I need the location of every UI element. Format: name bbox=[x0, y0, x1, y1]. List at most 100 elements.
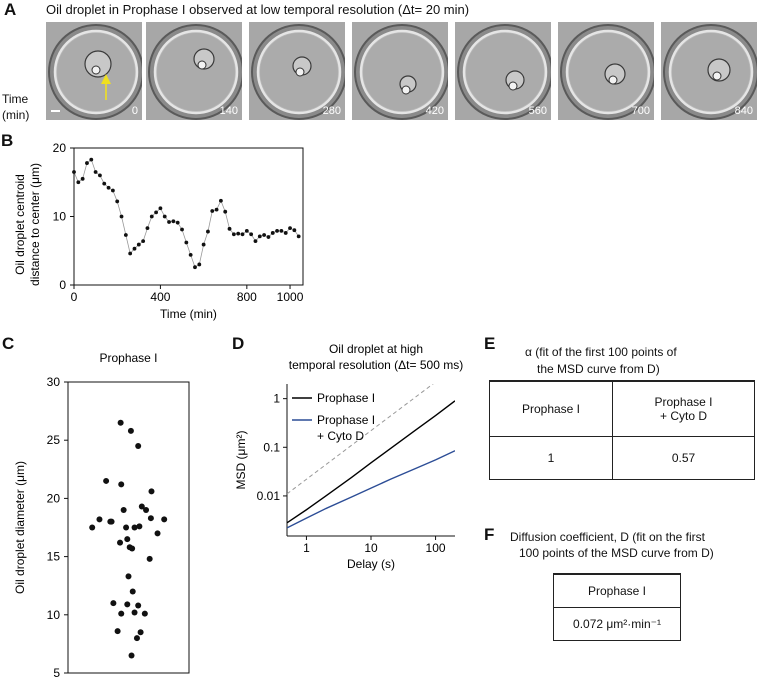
y-tick-label: 20 bbox=[53, 141, 67, 155]
legend-label: Prophase I bbox=[317, 413, 375, 427]
y-tick-label: 20 bbox=[47, 491, 61, 505]
data-point bbox=[288, 226, 292, 231]
data-point bbox=[133, 635, 140, 642]
data-point bbox=[266, 235, 271, 239]
y-axis-label-line1: Oil droplet centroid bbox=[13, 174, 27, 275]
data-point bbox=[296, 234, 301, 239]
data-point bbox=[249, 232, 254, 237]
data-point bbox=[141, 610, 148, 617]
data-point bbox=[136, 523, 143, 530]
data-point bbox=[149, 214, 154, 219]
distance-line bbox=[73, 158, 300, 268]
data-point bbox=[124, 536, 131, 543]
time-stamp: 0 bbox=[131, 105, 138, 117]
x-axis-label: Time (min) bbox=[160, 307, 217, 321]
data-point bbox=[72, 170, 76, 174]
data-point bbox=[154, 210, 158, 215]
x-tick-label: 1 bbox=[303, 541, 310, 555]
panel-e-label: E bbox=[484, 334, 496, 353]
data-point bbox=[120, 507, 127, 514]
oocyte-frame: 420 bbox=[352, 22, 451, 120]
plot-frame bbox=[67, 381, 190, 674]
panel-f-title-1: Diffusion coefficient, D (fit on the fir… bbox=[510, 530, 705, 544]
data-point bbox=[119, 214, 124, 219]
panel-a-title: Oil droplet in Prophase I observed at lo… bbox=[46, 2, 470, 17]
data-point bbox=[257, 234, 262, 239]
data-point bbox=[214, 207, 219, 212]
alpha-col-prophase: Prophase I bbox=[489, 380, 613, 437]
panel-f-title-2: 100 points of the MSD curve from D) bbox=[519, 546, 714, 560]
data-point bbox=[110, 188, 115, 193]
oocyte-frame: 700 bbox=[558, 22, 657, 120]
data-point bbox=[154, 530, 161, 537]
data-point bbox=[127, 427, 134, 434]
data-point bbox=[135, 602, 142, 609]
x-tick-label: 800 bbox=[237, 290, 257, 304]
panel-c-label: C bbox=[2, 334, 15, 353]
panel-b-label: B bbox=[1, 131, 14, 150]
data-point bbox=[118, 481, 125, 488]
arrow-icon bbox=[101, 74, 111, 84]
data-point bbox=[210, 209, 215, 213]
y-tick-label: 5 bbox=[53, 666, 60, 678]
data-point bbox=[188, 252, 193, 257]
data-point bbox=[236, 231, 241, 236]
data-point bbox=[123, 524, 130, 531]
data-point bbox=[96, 516, 103, 523]
data-point bbox=[89, 524, 96, 531]
data-point bbox=[161, 516, 168, 523]
scale-bar bbox=[51, 110, 60, 112]
msd-series-group bbox=[287, 384, 455, 529]
data-point bbox=[85, 161, 89, 165]
reference-slope-line bbox=[287, 384, 434, 495]
data-point bbox=[175, 220, 180, 225]
chart-title: Prophase I bbox=[99, 351, 157, 365]
data-point bbox=[171, 219, 176, 224]
data-point bbox=[117, 419, 124, 426]
y-axis-label: Oil droplet diameter (μm) bbox=[13, 461, 27, 594]
data-point bbox=[148, 488, 155, 495]
data-point bbox=[129, 588, 136, 595]
alpha-table: Prophase I Prophase I+ Cyto D 1 0.57 bbox=[489, 380, 755, 480]
data-point bbox=[145, 226, 150, 231]
time-stamp: 700 bbox=[631, 105, 650, 117]
nucleus-spot bbox=[91, 65, 101, 75]
data-point bbox=[132, 246, 137, 251]
data-point bbox=[283, 231, 288, 235]
y-tick-label: 15 bbox=[47, 550, 61, 564]
data-point bbox=[146, 555, 153, 562]
oocyte-frame: 140 bbox=[146, 22, 245, 120]
legend-label: + Cyto D bbox=[317, 429, 364, 443]
data-point bbox=[137, 629, 144, 636]
oocyte-frame: 0 bbox=[46, 22, 145, 120]
panel-e-title-2: the MSD curve from D) bbox=[537, 362, 660, 376]
cytoplasm bbox=[363, 33, 441, 111]
panel-d-label: D bbox=[232, 334, 245, 353]
data-point bbox=[102, 181, 107, 186]
data-point bbox=[292, 228, 297, 233]
diffusion-value: 0.072 μm²·min⁻¹ bbox=[553, 606, 681, 641]
data-point bbox=[253, 239, 258, 244]
data-point bbox=[117, 539, 124, 546]
panel-f-label: F bbox=[484, 525, 495, 544]
data-point bbox=[107, 518, 114, 525]
y-axis-label: MSD (μm²) bbox=[234, 431, 248, 490]
data-point bbox=[244, 228, 249, 233]
data-point bbox=[115, 199, 120, 204]
x-tick-label: 100 bbox=[426, 541, 446, 555]
cytoplasm bbox=[466, 33, 544, 111]
y-tick-label: 30 bbox=[47, 375, 61, 389]
data-point bbox=[270, 231, 275, 235]
data-point bbox=[136, 242, 141, 247]
data-point bbox=[180, 227, 184, 232]
data-point bbox=[131, 524, 138, 531]
diffusion-table: Prophase I 0.072 μm²·min⁻¹ bbox=[553, 573, 681, 641]
data-point bbox=[143, 507, 150, 514]
x-tick-label: 0 bbox=[71, 290, 78, 304]
data-point bbox=[141, 239, 146, 244]
data-point bbox=[89, 157, 94, 162]
data-point bbox=[131, 609, 138, 616]
